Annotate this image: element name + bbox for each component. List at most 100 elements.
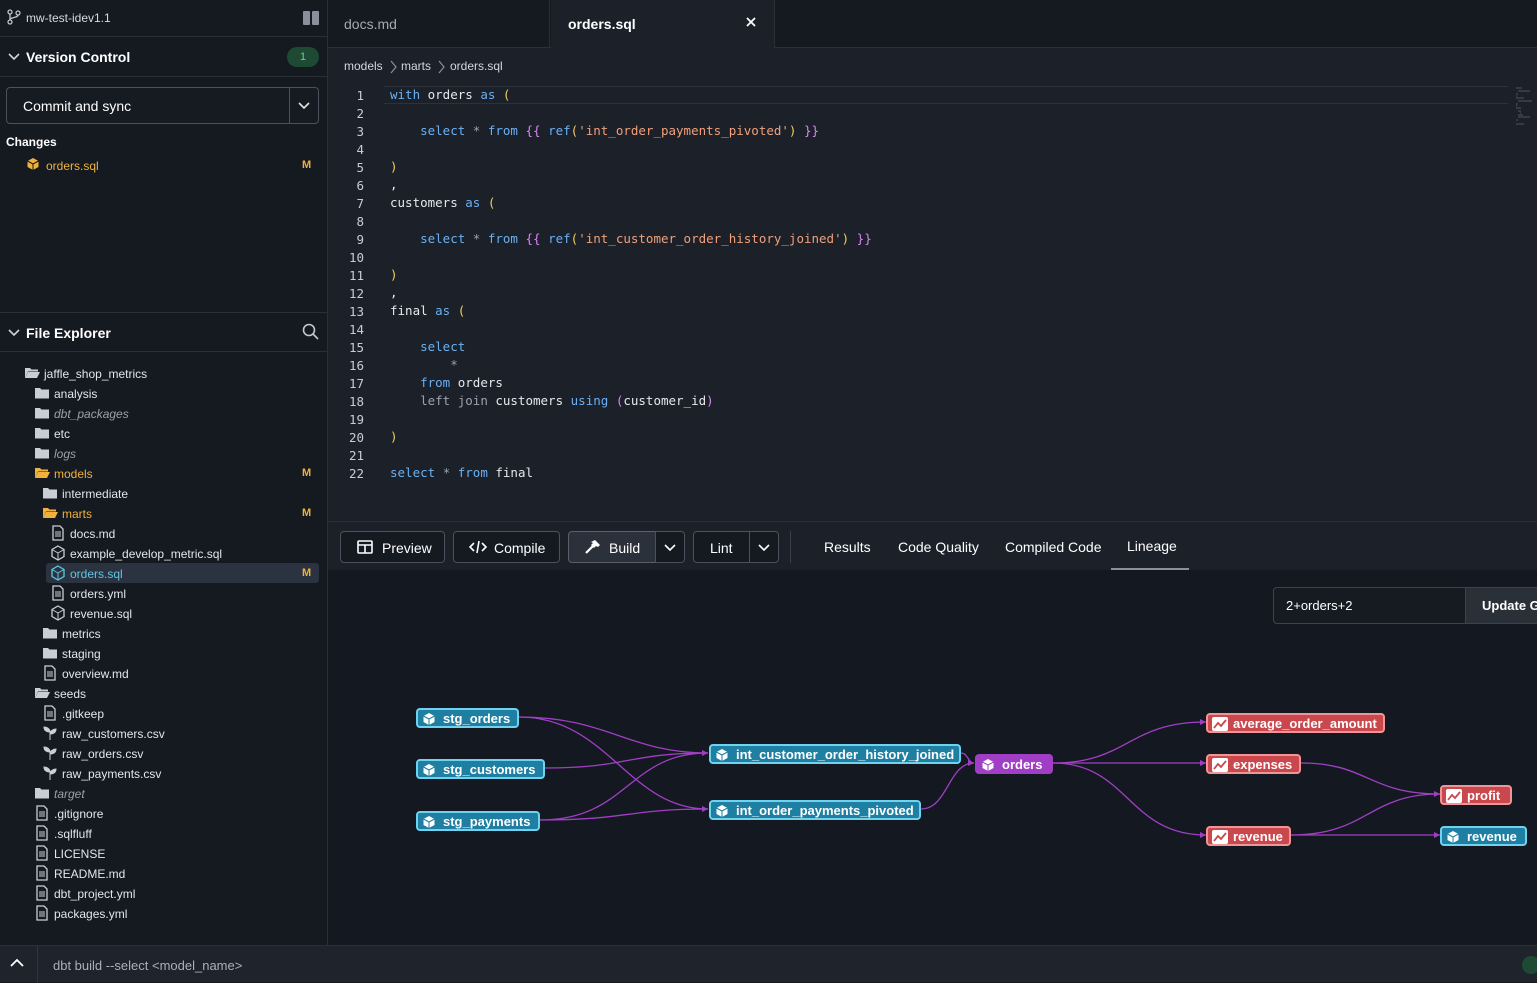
minimap[interactable] xyxy=(1514,86,1536,136)
file-tree-item[interactable]: dbt_packages xyxy=(0,403,320,423)
file-icon xyxy=(34,845,50,861)
tab-lineage[interactable]: Lineage xyxy=(1127,538,1177,554)
breadcrumb-file[interactable]: orders.sql xyxy=(450,59,503,73)
lineage-node-stg-customers[interactable]: stg_customers xyxy=(416,759,545,779)
file-tree-item[interactable]: .gitignore xyxy=(0,803,320,823)
lineage-node-average-order-amount[interactable]: average_order_amount xyxy=(1206,713,1385,733)
folder-open-icon xyxy=(42,505,58,521)
model-cube-icon xyxy=(422,712,436,726)
lineage-node-stg-orders[interactable]: stg_orders xyxy=(416,708,519,728)
file-tree-item[interactable]: martsM xyxy=(0,503,320,523)
file-tree-item[interactable]: README.md xyxy=(0,863,320,883)
folder-open-icon xyxy=(34,465,50,481)
commit-options-dropdown[interactable] xyxy=(289,87,319,124)
lint-options-dropdown[interactable] xyxy=(749,531,779,563)
line-number: 6 xyxy=(328,178,364,193)
branch-bar[interactable]: mw-test-idev1.1 xyxy=(0,0,327,37)
lineage-node-revenue-metric[interactable]: revenue xyxy=(1206,826,1291,846)
file-tree-item[interactable]: staging xyxy=(0,643,320,663)
metric-chart-icon xyxy=(1446,789,1462,803)
file-tree-item[interactable]: metrics xyxy=(0,623,320,643)
file-tree-item[interactable]: intermediate xyxy=(0,483,320,503)
code-line: final as ( xyxy=(390,303,465,318)
file-tree-item[interactable]: raw_orders.csv xyxy=(0,743,320,763)
file-tree-item[interactable]: packages.yml xyxy=(0,903,320,923)
command-input[interactable]: dbt build --select <model_name> xyxy=(53,958,242,973)
code-editor[interactable]: 12345678910111213141516171819202122 with… xyxy=(328,86,1537,521)
folder-icon xyxy=(34,405,50,421)
lineage-node-int-order-payments-pivoted[interactable]: int_order_payments_pivoted xyxy=(709,800,921,820)
file-tree-item[interactable]: seeds xyxy=(0,683,320,703)
line-number: 7 xyxy=(328,196,364,211)
build-options-dropdown[interactable] xyxy=(655,531,685,563)
file-tree-item[interactable]: overview.md xyxy=(0,663,320,683)
file-tree-label: .gitkeep xyxy=(62,707,104,721)
folder-open-icon xyxy=(24,365,40,381)
file-tree-item[interactable]: LICENSE xyxy=(0,843,320,863)
file-tree-item[interactable]: .sqlfluff xyxy=(0,823,320,843)
line-number: 11 xyxy=(328,268,364,283)
file-tree-item[interactable]: raw_payments.csv xyxy=(0,763,320,783)
version-control-title: Version Control xyxy=(26,49,130,65)
tab-orders-sql[interactable]: orders.sql xyxy=(551,0,775,48)
file-tree-item[interactable]: target xyxy=(0,783,320,803)
lineage-node-profit[interactable]: profit xyxy=(1440,785,1512,805)
folder-icon xyxy=(34,785,50,801)
code-line: ) xyxy=(390,267,398,282)
git-branch-icon xyxy=(7,9,21,25)
lineage-node-int-customer-order-history-joined[interactable]: int_customer_order_history_joined xyxy=(709,744,961,764)
lineage-node-orders[interactable]: orders xyxy=(975,754,1053,774)
tab-code-quality[interactable]: Code Quality xyxy=(898,539,979,555)
file-tree-item[interactable]: orders.sqlM xyxy=(46,563,319,583)
file-explorer-header[interactable]: File Explorer xyxy=(0,312,327,352)
lint-button[interactable]: Lint xyxy=(693,531,750,563)
changed-file-item[interactable]: orders.sql M xyxy=(26,156,320,176)
node-label: revenue xyxy=(1233,829,1283,844)
toolbar-divider xyxy=(790,531,791,563)
modified-badge: M xyxy=(302,507,311,519)
build-button[interactable]: Build xyxy=(568,531,656,563)
tab-compiled-code[interactable]: Compiled Code xyxy=(1005,539,1102,555)
lineage-node-expenses[interactable]: expenses xyxy=(1206,754,1301,774)
hammer-icon xyxy=(584,539,602,555)
compile-button[interactable]: Compile xyxy=(453,531,560,563)
file-tree-item[interactable]: dbt_project.yml xyxy=(0,883,320,903)
file-tree-item[interactable]: docs.md xyxy=(0,523,320,543)
code-icon xyxy=(469,540,487,554)
folder-icon xyxy=(34,445,50,461)
command-history-toggle[interactable] xyxy=(0,946,38,983)
node-label: stg_customers xyxy=(443,762,535,777)
changes-label: Changes xyxy=(6,135,57,149)
commit-and-sync-button[interactable]: Commit and sync xyxy=(6,87,290,124)
file-tree-item[interactable]: logs xyxy=(0,443,320,463)
file-tree-item[interactable]: .gitkeep xyxy=(0,703,320,723)
version-control-header[interactable]: Version Control xyxy=(0,37,327,77)
chevron-up-icon xyxy=(10,958,24,967)
file-tree-item[interactable]: orders.yml xyxy=(0,583,320,603)
breadcrumb-marts[interactable]: marts xyxy=(401,59,431,73)
close-icon[interactable] xyxy=(745,16,757,28)
file-tree-item[interactable]: jaffle_shop_metrics xyxy=(0,363,320,383)
code-line: select * from final xyxy=(390,465,533,480)
tab-docs-md[interactable]: docs.md xyxy=(328,0,550,48)
breadcrumb-models[interactable]: models xyxy=(344,59,383,73)
code-line: , xyxy=(390,177,398,192)
chevron-down-icon xyxy=(8,329,20,337)
file-tree-item[interactable]: modelsM xyxy=(0,463,320,483)
lineage-node-revenue-model[interactable]: revenue xyxy=(1440,826,1527,846)
tab-results[interactable]: Results xyxy=(824,539,871,555)
node-label: revenue xyxy=(1467,829,1517,844)
search-icon[interactable] xyxy=(302,323,319,340)
preview-button[interactable]: Preview xyxy=(340,531,445,563)
layout-columns-icon[interactable] xyxy=(303,11,319,25)
file-tree-label: orders.sql xyxy=(70,567,123,581)
file-tree-label: example_develop_metric.sql xyxy=(70,547,222,561)
file-tree-item[interactable]: analysis xyxy=(0,383,320,403)
line-number: 13 xyxy=(328,304,364,319)
code-line: customers as ( xyxy=(390,195,495,210)
file-tree-item[interactable]: revenue.sql xyxy=(0,603,320,623)
file-tree-item[interactable]: example_develop_metric.sql xyxy=(0,543,320,563)
file-tree-item[interactable]: etc xyxy=(0,423,320,443)
file-tree-item[interactable]: raw_customers.csv xyxy=(0,723,320,743)
lineage-node-stg-payments[interactable]: stg_payments xyxy=(416,811,540,831)
